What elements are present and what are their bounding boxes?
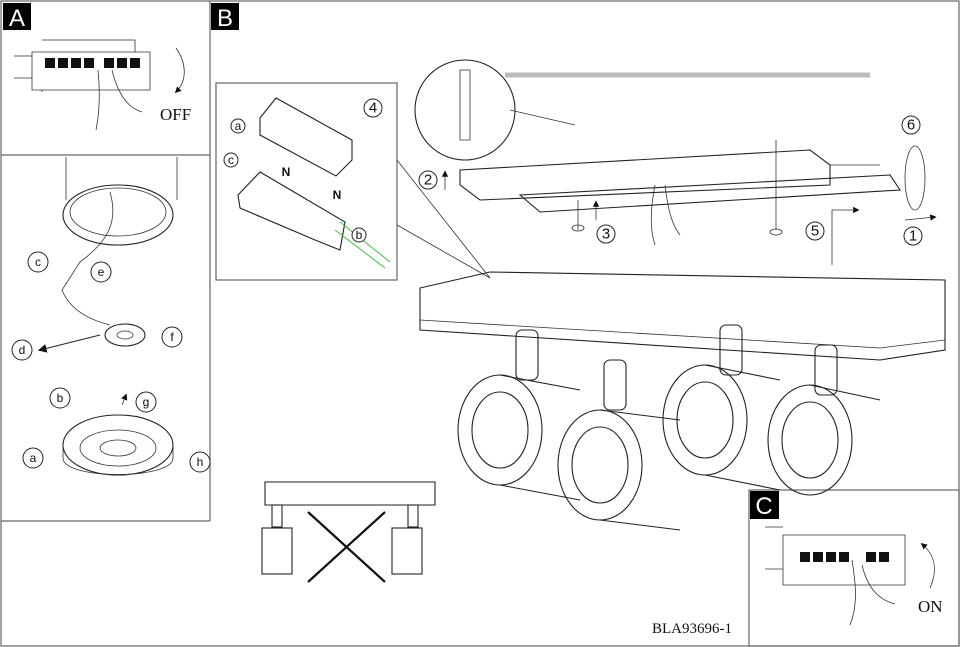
svg-text:3: 3 <box>602 226 610 243</box>
svg-text:A: A <box>9 5 25 32</box>
svg-text:1: 1 <box>909 228 917 245</box>
panel-a-label: A <box>3 3 31 32</box>
model-code: BLA93696-1 <box>652 621 732 637</box>
svg-text:b: b <box>57 391 64 405</box>
fixture-disassembly <box>37 157 178 476</box>
svg-text:a: a <box>30 451 37 465</box>
lower-left-letter-markers: c e d f b g a h <box>11 251 211 473</box>
panel-c-label: C <box>750 491 779 520</box>
svg-text:N: N <box>282 165 291 179</box>
panel-c-frame <box>748 489 960 647</box>
svg-text:2: 2 <box>424 172 432 189</box>
fixture-with-spotlights <box>419 271 946 531</box>
on-text: ON <box>918 597 943 616</box>
breaker-panel-off: OFF <box>14 39 191 131</box>
mounting-bracket <box>414 59 937 265</box>
incorrect-orientation-diagram <box>261 481 436 583</box>
terminal-block-inset: 4 a c b N N <box>215 82 491 281</box>
svg-text:5: 5 <box>811 223 819 240</box>
svg-text:c: c <box>35 255 41 269</box>
svg-text:c: c <box>228 153 234 167</box>
panel-b-label: B <box>211 3 239 32</box>
svg-text:6: 6 <box>907 117 915 134</box>
svg-text:B: B <box>217 5 233 32</box>
svg-text:b: b <box>356 228 363 242</box>
svg-text:a: a <box>235 119 242 133</box>
svg-text:e: e <box>98 265 105 279</box>
svg-text:4: 4 <box>369 100 377 117</box>
step-markers: 1 2 3 5 6 <box>418 115 923 246</box>
svg-text:f: f <box>170 330 174 344</box>
svg-text:h: h <box>197 455 204 469</box>
off-text: OFF <box>160 105 191 124</box>
svg-text:N: N <box>333 188 342 202</box>
svg-text:g: g <box>143 395 150 409</box>
breaker-panel-on: ON <box>765 526 943 626</box>
svg-text:d: d <box>19 343 26 357</box>
svg-text:C: C <box>755 493 772 520</box>
